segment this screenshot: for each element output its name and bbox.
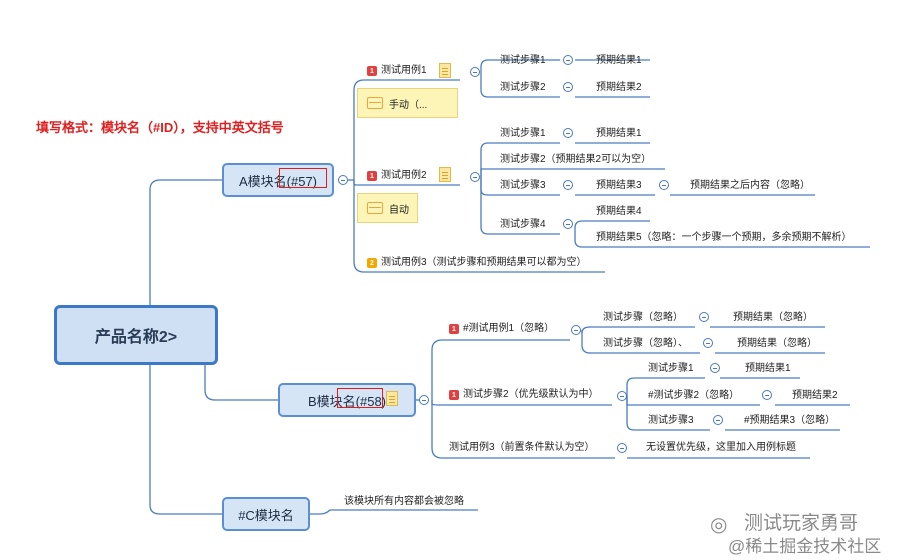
a-case1-step2[interactable]: 测试步骤2 <box>500 82 546 93</box>
a-case1-precondition[interactable]: 手动（... <box>357 88 458 118</box>
c-note[interactable]: 该模块所有内容都会被忽略 <box>344 496 464 507</box>
collapse-icon[interactable] <box>419 395 429 405</box>
b-case2-step3[interactable]: 测试步骤3 <box>648 415 694 426</box>
a-case2-result1[interactable]: 预期结果1 <box>596 128 642 139</box>
collapse-icon[interactable] <box>659 180 669 190</box>
note-icon[interactable] <box>439 63 451 78</box>
collapse-icon[interactable] <box>470 172 480 182</box>
b-case3-step[interactable]: 无设置优先级，这里加入用例标题 <box>646 442 796 453</box>
collapse-icon[interactable] <box>563 180 573 190</box>
precondition-icon <box>367 97 383 109</box>
a-case1-result2[interactable]: 预期结果2 <box>596 82 642 93</box>
a-case2-title[interactable]: 测试用例2 <box>381 170 427 181</box>
a-case2-step2[interactable]: 测试步骤2（预期结果2可以为空） <box>500 154 652 165</box>
module-c-node[interactable]: #C模块名 <box>222 497 310 531</box>
a-case1-step1[interactable]: 测试步骤1 <box>500 55 546 66</box>
id-highlight-box-b <box>337 388 383 408</box>
a-case2-result5[interactable]: 预期结果5（忽略：一个步骤一个预期，多余预期不解析） <box>596 232 852 243</box>
format-hint: 填写格式：模块名（#ID），支持中英文括号 <box>36 120 284 135</box>
collapse-icon[interactable] <box>470 67 480 77</box>
module-b-label: B模块名(#58) <box>307 393 387 409</box>
priority-1-icon: 1 <box>449 324 459 334</box>
collapse-icon[interactable] <box>571 325 581 335</box>
a-case1-title[interactable]: 测试用例1 <box>381 65 427 76</box>
collapse-icon[interactable] <box>617 443 627 453</box>
collapse-icon[interactable] <box>563 128 573 138</box>
id-highlight-box-a <box>279 168 327 188</box>
b-case2-result2[interactable]: 预期结果2 <box>792 390 838 401</box>
a-case2-precondition[interactable]: 自动 <box>357 193 418 223</box>
priority-1-icon: 1 <box>367 66 377 76</box>
collapse-icon[interactable] <box>713 415 723 425</box>
priority-1-icon: 1 <box>367 171 377 181</box>
collapse-icon[interactable] <box>699 312 709 322</box>
collapse-icon[interactable] <box>338 175 348 185</box>
b-case1-result2[interactable]: 预期结果（忽略） <box>737 338 817 349</box>
a-case2-step4[interactable]: 测试步骤4 <box>500 219 546 230</box>
priority-1-icon: 1 <box>449 390 459 400</box>
b-case3-title[interactable]: 测试用例3（前置条件默认为空） <box>449 442 595 453</box>
a-case2-step1[interactable]: 测试步骤1 <box>500 128 546 139</box>
precondition-icon <box>367 202 383 214</box>
collapse-icon[interactable] <box>563 219 573 229</box>
a-case1-precondition-label: 手动（... <box>389 99 428 111</box>
collapse-icon[interactable] <box>563 55 573 65</box>
watermark-line2: @稀土掘金技术社区 <box>728 537 882 556</box>
a-case2-result3[interactable]: 预期结果3 <box>596 180 642 191</box>
collapse-icon[interactable] <box>617 391 627 401</box>
a-case2-precondition-label: 自动 <box>389 204 409 216</box>
a-case2-extra[interactable]: 预期结果之后内容（忽略） <box>690 180 810 191</box>
collapse-icon[interactable] <box>703 338 713 348</box>
watermark-line1: 测试玩家勇哥 <box>744 513 859 534</box>
b-case1-step2[interactable]: 测试步骤（忽略）、 <box>603 338 688 349</box>
wechat-icon: ◎ <box>710 514 728 536</box>
watermark: ◎ 测试玩家勇哥 @稀土掘金技术社区 <box>710 506 900 560</box>
b-case1-step1[interactable]: 测试步骤（忽略） <box>603 312 683 323</box>
b-case2-result3[interactable]: #预期结果3（忽略） <box>744 415 836 426</box>
b-case2-title[interactable]: 测试步骤2（优先级默认为中） <box>463 389 599 400</box>
b-case1-result1[interactable]: 预期结果（忽略） <box>733 312 813 323</box>
b-case2-result1[interactable]: 预期结果1 <box>745 363 791 374</box>
a-case3-title[interactable]: 测试用例3（测试步骤和预期结果可以都为空） <box>381 257 587 268</box>
root-node[interactable]: 产品名称2> <box>54 305 218 365</box>
b-case2-step2[interactable]: #测试步骤2（忽略） <box>648 390 740 401</box>
priority-2-icon: 2 <box>367 258 377 268</box>
a-case2-result4[interactable]: 预期结果4 <box>596 206 642 217</box>
a-case1-result1[interactable]: 预期结果1 <box>596 55 642 66</box>
a-case2-step3[interactable]: 测试步骤3 <box>500 180 546 191</box>
collapse-icon[interactable] <box>762 390 772 400</box>
collapse-icon[interactable] <box>563 82 573 92</box>
note-icon[interactable] <box>439 167 451 182</box>
module-c-label: #C模块名 <box>238 507 294 523</box>
collapse-icon[interactable] <box>710 363 720 373</box>
note-icon[interactable] <box>386 391 398 406</box>
b-case2-step1[interactable]: 测试步骤1 <box>648 363 694 374</box>
b-case1-title[interactable]: #测试用例1（忽略） <box>463 323 555 334</box>
module-a-label: A模块名(#57) <box>238 173 318 189</box>
